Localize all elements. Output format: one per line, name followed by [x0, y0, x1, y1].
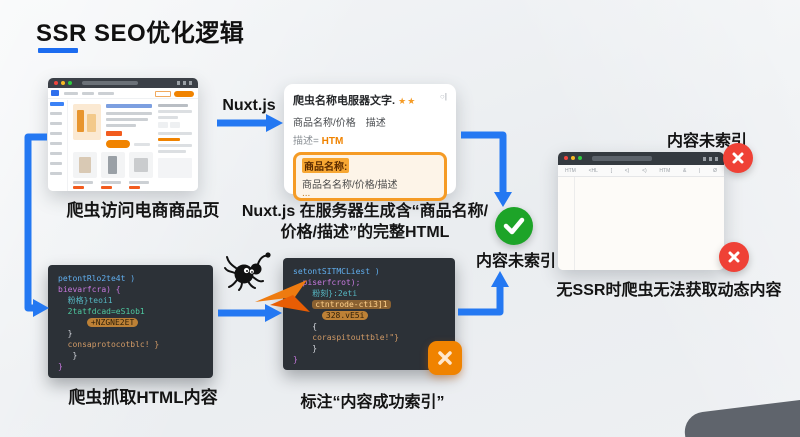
arrow-nuxt	[217, 114, 283, 132]
browser-menu-icons	[703, 157, 719, 161]
url-bar	[592, 156, 652, 161]
shop-sidebar	[48, 100, 68, 191]
ellipsis: ...	[302, 188, 311, 199]
toolbar-item: <HL	[588, 167, 598, 174]
arrow-code2-to-label	[458, 271, 509, 316]
grid-product-image	[73, 152, 97, 178]
code-line: {	[312, 322, 318, 331]
code-line: coraspitouttble!"}	[312, 333, 399, 342]
spider-icon	[224, 252, 271, 291]
code-line: bievarfcra) {	[58, 285, 121, 294]
column-separator	[574, 177, 575, 270]
empty-browser-window: HTM <HL [ <) <) HTM & | Ø	[558, 152, 724, 270]
arrow-browser-to-code1	[24, 133, 49, 317]
toolbar-item: <)	[624, 167, 630, 174]
star-icons: ★★	[398, 96, 417, 106]
url-bar	[82, 81, 138, 85]
card-corner-icon: ○|	[439, 92, 447, 101]
code-line: 328.vE5i	[293, 310, 451, 321]
card-row-fields: 商品名称/价格 描述	[293, 118, 386, 129]
ecommerce-browser-window	[48, 78, 198, 191]
product-price	[106, 131, 122, 136]
caption-no-ssr: 无SSR时爬虫无法获取动态内容	[556, 282, 782, 299]
code-line: petontRlo2te4t )	[58, 274, 136, 283]
toolbar-item: HTM	[659, 167, 671, 174]
corner-decoration	[682, 396, 800, 437]
not-indexed-label: 内容未索引	[666, 133, 747, 150]
caption-crawler-visits-shop: 爬虫访问电商商品页	[66, 201, 220, 220]
code-line: ctntrode-cti3]1	[293, 299, 451, 310]
code-line: consaprotocotblc! }	[67, 340, 160, 349]
caption-crawler-grabs-html: 爬虫抓取HTML内容	[68, 388, 218, 407]
arrow-code1-to-code2	[218, 304, 282, 322]
indexed-status-label: 内容未索引	[475, 253, 556, 270]
code-line: }	[67, 329, 73, 338]
code-line: +NZGNE2ET	[58, 317, 209, 328]
code-line: 粉刻}:2eti	[312, 289, 358, 298]
code-line: 粉格}teoi1	[67, 296, 113, 305]
empty-page-body	[558, 177, 724, 270]
toolbar-item: [	[610, 167, 613, 174]
page-title: SSR SEO优化逻辑	[36, 20, 245, 47]
ecommerce-page-preview	[48, 88, 198, 191]
code-line: 2tatfdcad=eS1ob1	[67, 307, 145, 316]
browser-titlebar	[558, 152, 724, 165]
browser-menu-icons	[177, 81, 193, 85]
shop-topnav	[48, 88, 198, 99]
caption-nuxt-generates-html: Nuxt.js 在服务器生成含“商品名称/ 价格/描述”的完整HTML	[241, 203, 489, 241]
indexed-html-code-window: setontSITMCLiest ) piserfcrot); 粉刻}:2eti…	[283, 258, 455, 370]
product-fields-line: 商品名名称/价格/描述	[302, 180, 398, 191]
code-line: }	[312, 344, 318, 353]
toolbar-item: &	[682, 167, 687, 174]
ssr-html-card: ○| 爬虫名称电服器文字. ★★ 商品名称/价格 描述 描述= HTM 商品名称…	[284, 84, 456, 201]
traffic-light-icons	[54, 81, 72, 85]
title-underline	[38, 48, 78, 53]
card-row-desc: 描述= HTM	[293, 136, 344, 147]
error-x-icon	[719, 242, 749, 272]
product-name-label: 商品名称:	[302, 158, 350, 173]
arrow-card-to-check	[461, 131, 512, 207]
buy-button	[106, 140, 130, 148]
code-line: }	[72, 351, 78, 360]
nuxt-arrow-label: Nuxt.js	[222, 97, 276, 114]
code-line: setontSITMCLiest )	[293, 267, 380, 276]
grid-product-image	[101, 152, 125, 178]
code-line: piserfcrot);	[302, 278, 361, 287]
devtools-toolbar: HTM <HL [ <) <) HTM & | Ø	[558, 165, 724, 177]
success-check-icon	[495, 207, 533, 245]
toolbar-item: HTM	[565, 167, 576, 174]
shop-cta-button	[174, 91, 194, 97]
grid-product-image	[129, 152, 153, 178]
product-image	[73, 104, 101, 140]
toolbar-item: |	[699, 167, 701, 174]
traffic-light-icons	[564, 156, 582, 160]
crawled-html-code-window: petontRlo2te4t ) bievarfcra) { 粉格}teoi1 2…	[48, 265, 213, 378]
code-line: }	[58, 362, 63, 371]
caption-mark-indexed: 标注“内容成功索引”	[300, 394, 445, 411]
toolbar-item: <)	[642, 167, 647, 174]
code-line: }	[293, 355, 298, 364]
card-header: ○| 爬虫名称电服器文字. ★★	[293, 92, 447, 107]
browser-titlebar	[48, 78, 198, 88]
highlighted-product-box: 商品名称: 商品名名称/价格/描述 ...	[293, 152, 447, 201]
toolbar-item: Ø	[713, 167, 717, 174]
error-x-icon	[723, 143, 753, 173]
orange-x-badge	[428, 341, 462, 375]
